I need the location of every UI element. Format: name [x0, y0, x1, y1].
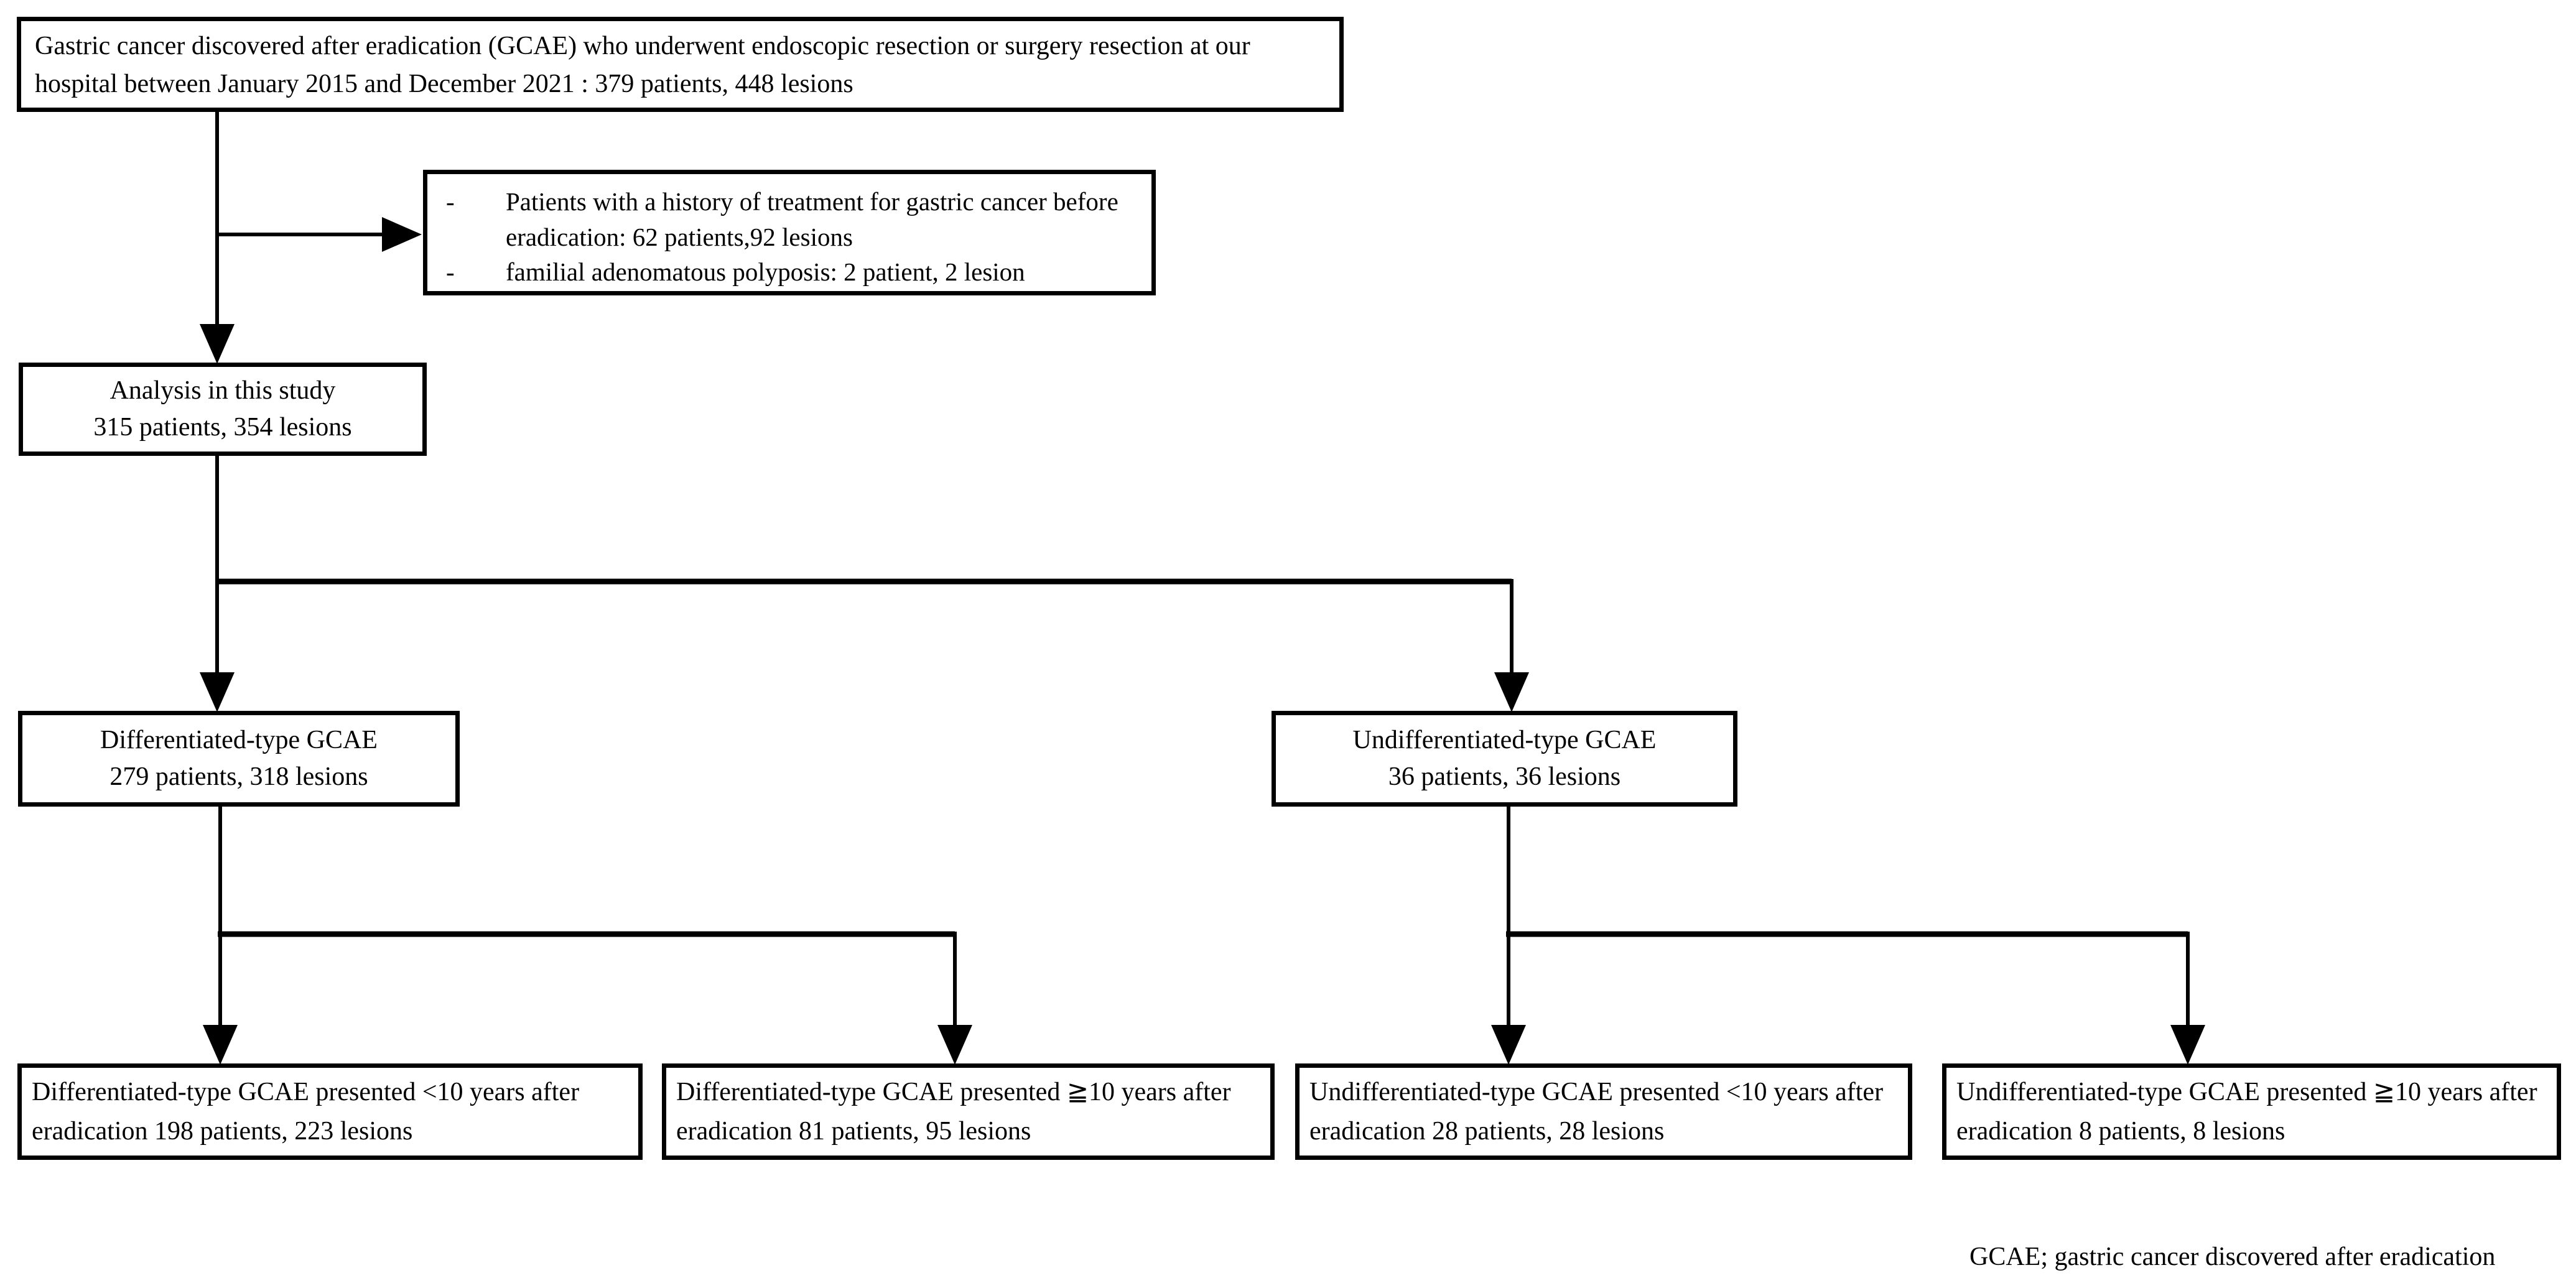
exclusion-item-text: familial adenomatous polyposis: 2 patien… [506, 257, 1025, 287]
box-diff-ge10-years: Differentiated-type GCAE presented ≧10 y… [662, 1063, 1275, 1160]
abbreviation-footnote: GCAE; gastric cancer discovered after er… [1969, 1243, 2496, 1271]
exclusion-item: - familial adenomatous polyposis: 2 pati… [446, 254, 1142, 290]
box-source-population: Gastric cancer discovered after eradicat… [17, 17, 1344, 112]
dash-bullet: - [446, 257, 455, 287]
arrowhead-into-undiff-lt10 [1491, 1025, 1526, 1065]
undifferentiated-counts: 36 patients, 36 lesions [1388, 762, 1621, 791]
arrowhead-into-undiff-ge10 [2170, 1025, 2205, 1065]
undiff-lt10-text: Undifferentiated-type GCAE presented <10… [1309, 1078, 1884, 1146]
arrowhead-into-diff-lt10 [203, 1025, 238, 1065]
diff-ge10-text: Differentiated-type GCAE presented ≧10 y… [676, 1078, 1231, 1146]
box-diff-lt10-years: Differentiated-type GCAE presented <10 y… [17, 1063, 643, 1160]
arrowhead-into-differentiated [200, 672, 235, 712]
analysis-title: Analysis in this study [109, 376, 336, 405]
arrowhead-into-undifferentiated [1494, 672, 1529, 712]
box-undiff-lt10-years: Undifferentiated-type GCAE presented <10… [1295, 1063, 1912, 1160]
source-population-text: Gastric cancer discovered after eradicat… [35, 32, 1250, 98]
box-undiff-ge10-years: Undifferentiated-type GCAE presented ≧10… [1942, 1063, 2561, 1160]
arrowhead-into-exclusions [382, 217, 422, 252]
box-differentiated: Differentiated-type GCAE 279 patients, 3… [18, 711, 460, 807]
analysis-counts: 315 patients, 354 lesions [93, 413, 352, 442]
box-undifferentiated: Undifferentiated-type GCAE 36 patients, … [1272, 711, 1737, 807]
box-analysis: Analysis in this study 315 patients, 354… [19, 363, 427, 456]
differentiated-title: Differentiated-type GCAE [100, 726, 378, 755]
undiff-ge10-text: Undifferentiated-type GCAE presented ≧10… [1956, 1078, 2537, 1146]
exclusion-item-text: Patients with a history of treatment for… [506, 187, 1118, 251]
arrowhead-into-diff-ge10 [937, 1025, 972, 1065]
dash-bullet: - [446, 187, 455, 216]
exclusion-item: - Patients with a history of treatment f… [446, 184, 1142, 254]
undifferentiated-title: Undifferentiated-type GCAE [1352, 726, 1657, 755]
diff-lt10-text: Differentiated-type GCAE presented <10 y… [32, 1078, 580, 1146]
box-exclusions: - Patients with a history of treatment f… [423, 170, 1156, 295]
differentiated-counts: 279 patients, 318 lesions [109, 762, 368, 791]
arrowhead-into-analysis [200, 324, 235, 364]
